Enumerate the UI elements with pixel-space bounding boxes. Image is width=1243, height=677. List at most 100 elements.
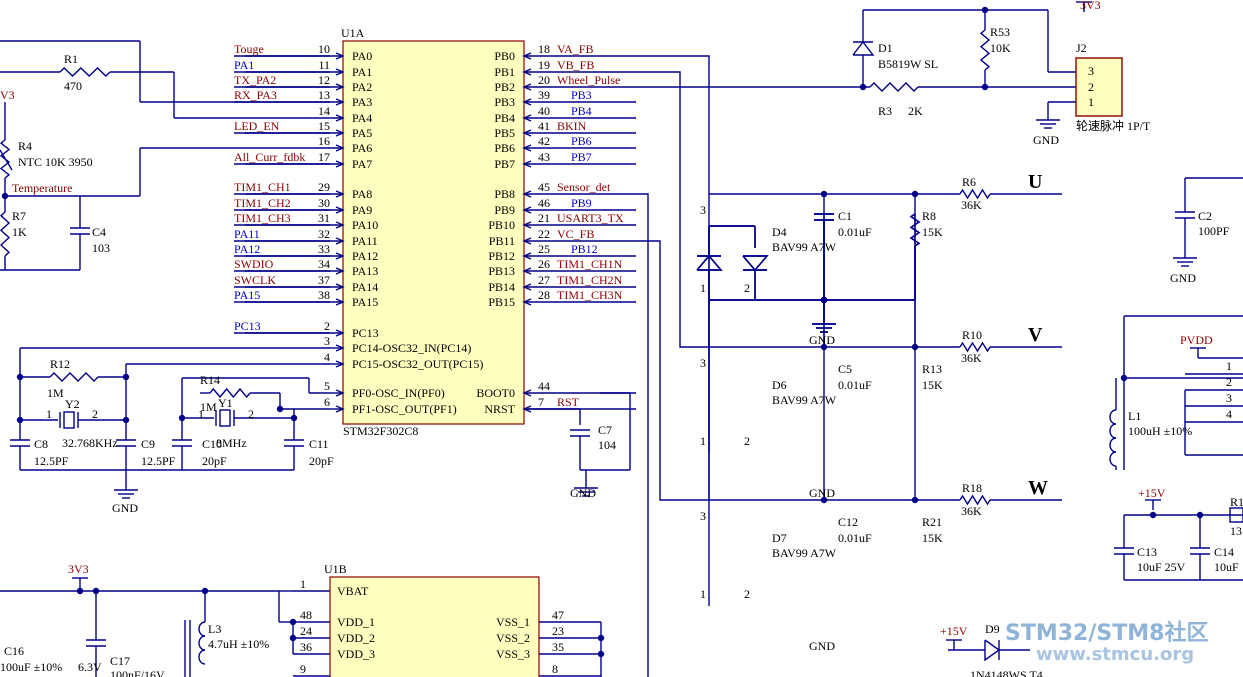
pin-number: 38 (318, 288, 330, 302)
c12-value: 0.01uF (838, 531, 872, 545)
pin-number: 45 (538, 180, 550, 194)
net-label: VC_FB (557, 227, 594, 241)
r3-value: 2K (908, 104, 923, 118)
pin-number: 41 (538, 119, 550, 133)
pin-name: VDD_2 (337, 631, 375, 645)
pin-name: PA10 (352, 218, 378, 232)
power-3v3-left: V3 (0, 88, 15, 102)
pin-name: PA7 (352, 157, 372, 171)
net-label: PB3 (571, 88, 592, 102)
pin-arrow (335, 329, 345, 337)
j2-connector[interactable] (1075, 57, 1123, 117)
c13-ref: C13 (1137, 545, 1157, 559)
pin-name: VSS_3 (496, 647, 530, 661)
c1-ref: C1 (838, 209, 852, 223)
l3-inductor (198, 635, 206, 651)
pin-number: 18 (538, 42, 550, 56)
pin-arrow (335, 283, 345, 291)
junction-dot (76, 587, 84, 595)
pin-name: PA4 (352, 111, 372, 125)
pin-name: PB10 (488, 218, 515, 232)
c2-ref: C2 (1198, 209, 1212, 223)
pin-name: PB4 (494, 111, 515, 125)
y2-value: 32.768KHz (62, 436, 118, 450)
net-label: TIM1_CH3 (234, 211, 291, 225)
c8-ref: C8 (34, 437, 48, 451)
pin-number: 44 (538, 379, 550, 393)
r6-value: 36K (961, 198, 982, 212)
r4-arrow (0, 149, 13, 171)
r6 (959, 188, 991, 200)
d9-value: 1N4148WS T4 (970, 668, 1043, 677)
c11-value: 20pF (309, 454, 334, 468)
net-label: Touge (234, 42, 264, 56)
pin-name: VDD_1 (337, 615, 375, 629)
r53-value: 10K (990, 41, 1011, 55)
net-label: PA1 (234, 58, 254, 72)
r7 (0, 211, 11, 257)
r7-value: 1K (12, 225, 27, 239)
pin-arrow (335, 252, 345, 260)
pin-number: 9 (300, 662, 306, 676)
net-label: VA_FB (557, 42, 593, 56)
junction-dot (276, 405, 284, 413)
pin-arrow (522, 405, 532, 413)
chip-u1a-body (342, 40, 525, 425)
gnd-symbol (114, 482, 138, 499)
net-label: SWCLK (234, 273, 276, 287)
pin-arrow (335, 68, 345, 76)
pin-arrow (335, 190, 345, 198)
junction-dot (981, 83, 989, 91)
c17-ref: C17 (110, 654, 130, 668)
c17-value: 100nF/16V (110, 668, 165, 677)
diode-pin2: 2 (744, 587, 750, 601)
r21-value: 15K (922, 531, 943, 545)
d9-diode (984, 639, 1001, 662)
pin-name: PA13 (352, 264, 378, 278)
pin-number: 24 (300, 624, 312, 638)
pin-arrow (522, 252, 532, 260)
gnd-symbol (1173, 250, 1197, 267)
pin-number: 37 (318, 273, 330, 287)
net-label: TIM1_CH1N (557, 257, 623, 271)
y2-pin1: 1 (46, 407, 52, 421)
c14-ref: C14 (1214, 545, 1234, 559)
diode-pin1: 1 (700, 587, 706, 601)
conn-pin: 3 (1226, 391, 1232, 405)
wire (636, 240, 709, 501)
l3-inductor (198, 621, 206, 637)
net-label: PB12 (571, 242, 598, 256)
pin-arrow (522, 206, 532, 214)
pin-name: PC15-OSC32_OUT(PC15) (352, 357, 483, 371)
pin-number: 13 (318, 88, 330, 102)
power-3v3-bottom: 3V3 (68, 562, 89, 576)
d1-ref: D1 (878, 41, 893, 55)
gnd-label: GND (809, 333, 835, 347)
pin-number: 10 (318, 42, 330, 56)
pin-number: 28 (538, 288, 550, 302)
pin-name: PB3 (494, 95, 515, 109)
pin-arrow (335, 83, 345, 91)
pin-arrow (335, 344, 345, 352)
pin-arrow (522, 144, 532, 152)
net-label: SWDIO (234, 257, 274, 271)
pin-number: 19 (538, 58, 550, 72)
c9-value: 12.5PF (141, 454, 176, 468)
pin-number: 32 (318, 227, 330, 241)
c13-value: 10uF 25V (1137, 560, 1186, 574)
pin-arrow (335, 389, 345, 397)
net-label: PB4 (571, 104, 592, 118)
pin-name: PB2 (494, 80, 515, 94)
r1-value: 470 (64, 79, 82, 93)
r12-value: 1M (47, 386, 64, 400)
pin-arrow (522, 190, 532, 198)
pin-name: PB15 (488, 295, 515, 309)
c4-value: 103 (92, 241, 110, 255)
pin-arrow (522, 267, 532, 275)
d6-ref: D6 (772, 378, 787, 392)
pin-arrow (522, 68, 532, 76)
pin-arrow (522, 160, 532, 168)
d4-value: BAV99 A7W (772, 240, 837, 254)
pin-arrow (335, 129, 345, 137)
r-cut-resistor (1229, 507, 1243, 523)
